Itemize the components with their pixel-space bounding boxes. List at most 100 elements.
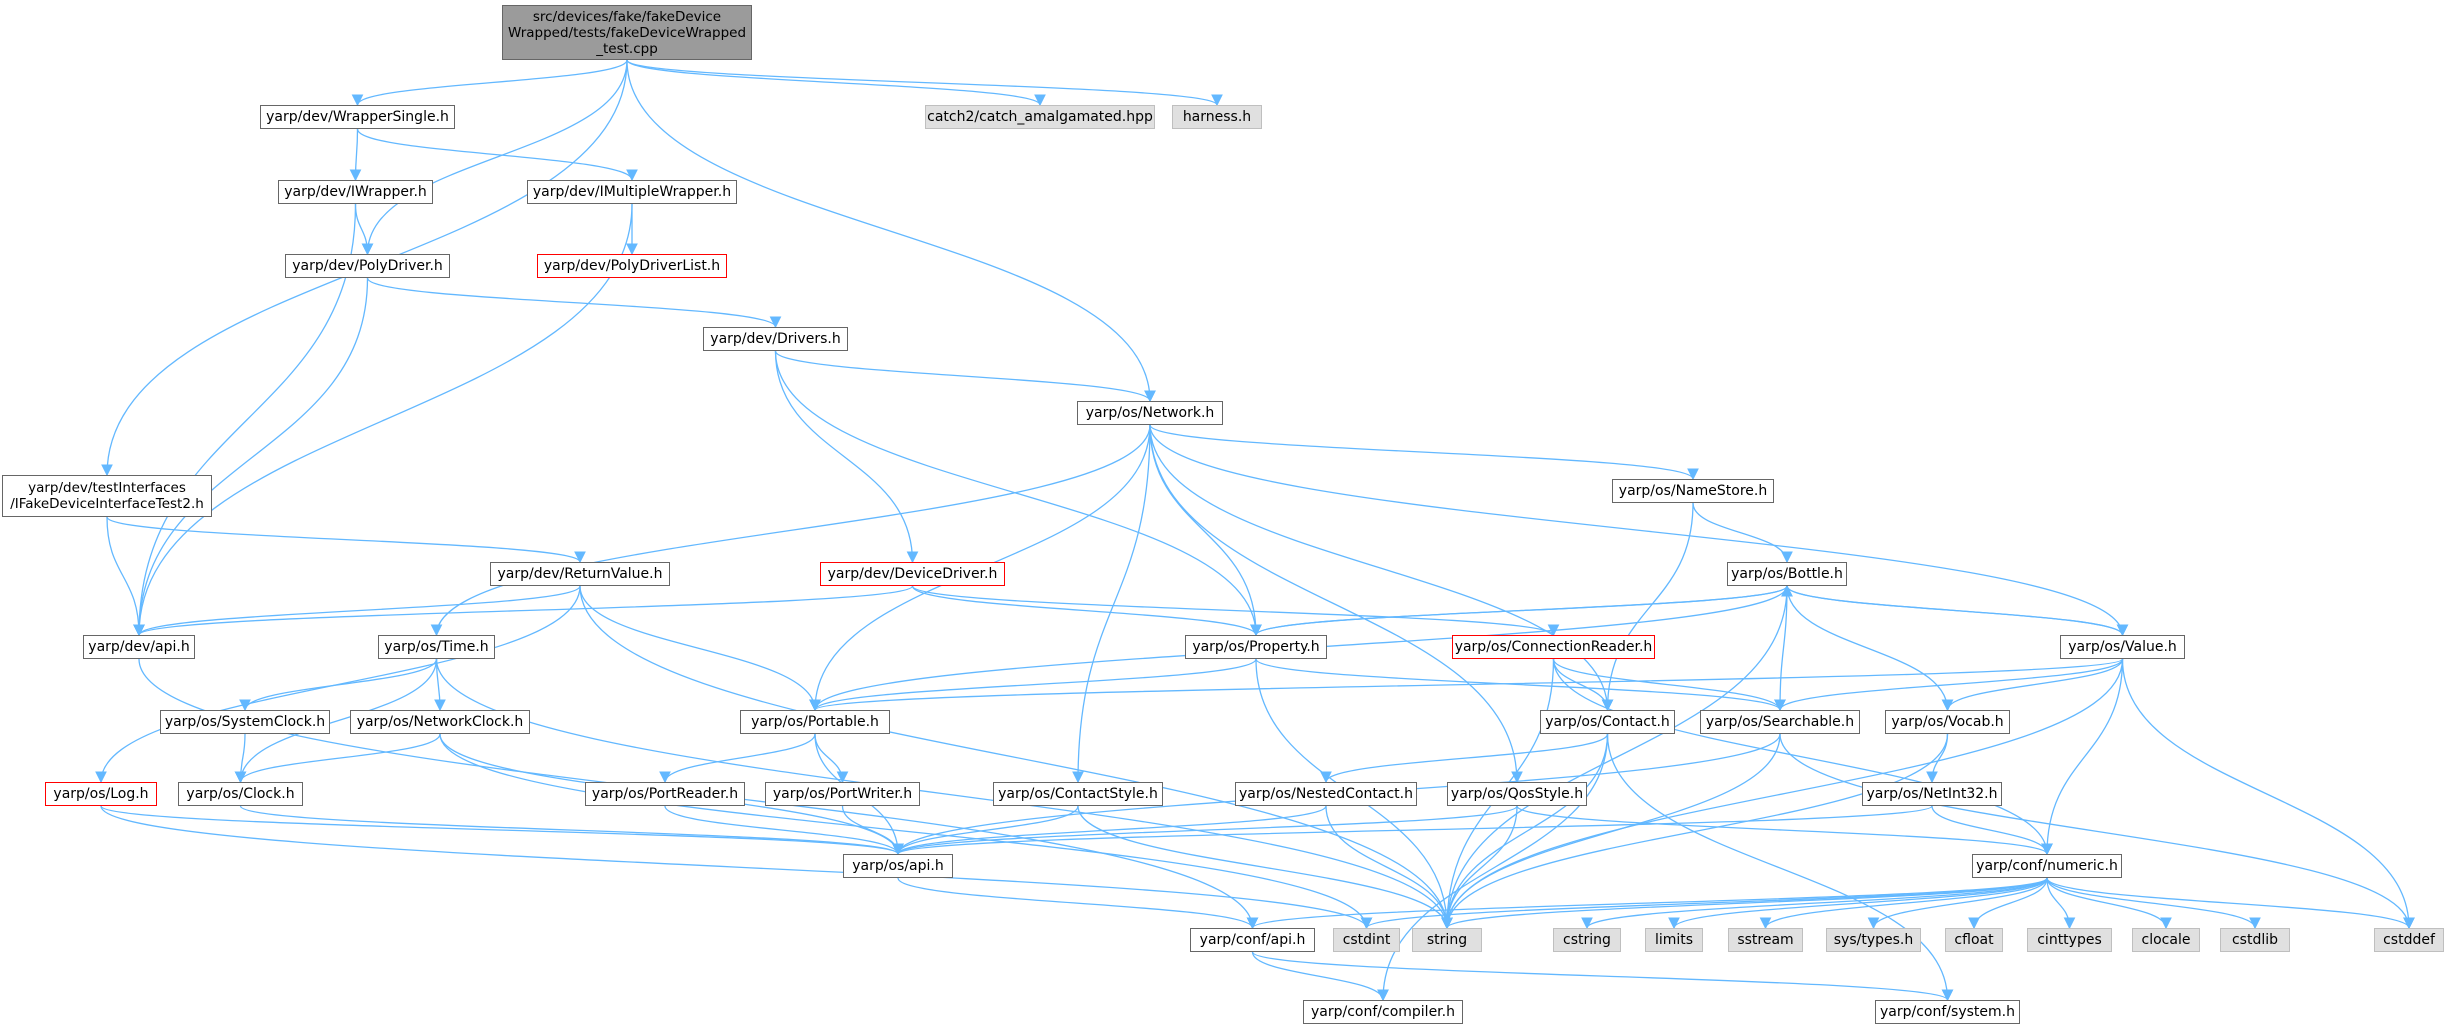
node-cstddef[interactable]: cstddef — [2374, 928, 2444, 952]
edge-searchable-to-cstddef — [1779, 733, 2415, 930]
node-searchable[interactable]: yarp/os/Searchable.h — [1700, 710, 1860, 734]
edge-testinterfaces-to-devapi — [106, 516, 145, 637]
node-networkclock[interactable]: yarp/os/NetworkClock.h — [350, 710, 530, 734]
node-bottle[interactable]: yarp/os/Bottle.h — [1727, 562, 1847, 586]
node-string[interactable]: string — [1412, 928, 1482, 952]
edge-testinterfaces-to-returnvalue — [106, 516, 586, 564]
edge-value-to-portable — [809, 658, 2124, 712]
edge-namestore-to-contact — [1601, 502, 1694, 712]
node-namestore[interactable]: yarp/os/NameStore.h — [1612, 479, 1774, 503]
node-conf-api[interactable]: yarp/conf/api.h — [1190, 928, 1315, 952]
edge-systemclock-to-clock — [234, 733, 247, 784]
edge-network-to-contactstyle — [1072, 424, 1151, 784]
edge-devicedriver-to-connectionreader — [911, 585, 1560, 637]
edge-networkclock-to-clock — [234, 733, 441, 784]
edge-connectionreader-to-numeric — [1552, 658, 2053, 856]
node-cinttypes[interactable]: cinttypes — [2027, 928, 2112, 952]
node-netint32[interactable]: yarp/os/NetInt32.h — [1862, 782, 2002, 806]
node-numeric[interactable]: yarp/conf/numeric.h — [1972, 854, 2122, 878]
node-time[interactable]: yarp/os/Time.h — [378, 635, 495, 659]
node-test-interfaces[interactable]: yarp/dev/testInterfaces /IFakeDeviceInte… — [2, 475, 212, 517]
edge-netint32-to-osapi — [892, 805, 1933, 856]
edge-searchable-to-string — [1441, 733, 1781, 930]
edge-bottle-to-vocab — [1786, 585, 1954, 712]
edge-devicedriver-to-devapi — [133, 585, 914, 637]
edge-iwrapper-to-devapi — [133, 203, 357, 637]
edge-qosstyle-to-string — [1441, 805, 1518, 930]
node-connectionreader[interactable]: yarp/os/ConnectionReader.h — [1452, 635, 1655, 659]
node-os-api[interactable]: yarp/os/api.h — [843, 854, 953, 878]
node-harness[interactable]: harness.h — [1172, 105, 1262, 129]
edge-confapi-to-compiler — [1251, 951, 1389, 1002]
edge-portable-to-portreader — [659, 733, 816, 784]
edge-osapi-to-confapi — [897, 877, 1259, 930]
node-vocab[interactable]: yarp/os/Vocab.h — [1885, 710, 2010, 734]
node-catch2[interactable]: catch2/catch_amalgamated.hpp — [925, 105, 1155, 129]
edge-qosstyle-to-osapi — [892, 805, 1518, 856]
node-wrapper-single[interactable]: yarp/dev/WrapperSingle.h — [260, 105, 455, 129]
node-polydriverlist[interactable]: yarp/dev/PolyDriverList.h — [537, 254, 727, 278]
node-imultiplewrapper[interactable]: yarp/dev/IMultipleWrapper.h — [527, 180, 737, 204]
edge-property-to-bottle — [1255, 584, 1793, 636]
node-root-test-file[interactable]: src/devices/fake/fakeDevice Wrapped/test… — [502, 5, 752, 60]
edge-contactstyle-to-osapi — [892, 805, 1079, 856]
edge-numeric-to-string — [1441, 877, 2048, 930]
node-drivers[interactable]: yarp/dev/Drivers.h — [703, 327, 848, 351]
edge-returnvalue-to-string — [579, 585, 1453, 930]
node-cstring[interactable]: cstring — [1553, 928, 1621, 952]
edge-vocab-to-string — [1441, 733, 1949, 930]
edge-contact-to-nestedcontact — [1320, 733, 1609, 784]
node-system[interactable]: yarp/conf/system.h — [1875, 1000, 2020, 1024]
edge-numeric-to-cinttypes — [2046, 877, 2076, 930]
edge-polydriver-to-drivers — [366, 277, 782, 329]
edge-network-to-time — [430, 424, 1151, 637]
node-network[interactable]: yarp/os/Network.h — [1077, 401, 1223, 425]
edge-numeric-to-cstddef — [2046, 877, 2415, 930]
edge-root-to-network — [626, 59, 1156, 403]
node-compiler[interactable]: yarp/conf/compiler.h — [1303, 1000, 1463, 1024]
node-cstdint[interactable]: cstdint — [1333, 928, 1400, 952]
edge-contact-to-compiler — [1377, 733, 1609, 1002]
node-log[interactable]: yarp/os/Log.h — [45, 782, 157, 806]
edge-drivers-to-network — [774, 350, 1156, 403]
edge-qosstyle-to-numeric — [1516, 805, 2053, 856]
node-sstream[interactable]: sstream — [1728, 928, 1803, 952]
node-dev-api[interactable]: yarp/dev/api.h — [83, 635, 195, 659]
node-devicedriver[interactable]: yarp/dev/DeviceDriver.h — [820, 562, 1005, 586]
node-iwrapper[interactable]: yarp/dev/IWrapper.h — [278, 180, 433, 204]
node-systemclock[interactable]: yarp/os/SystemClock.h — [160, 710, 330, 734]
edge-value-to-numeric — [2041, 658, 2124, 856]
node-qosstyle[interactable]: yarp/os/QosStyle.h — [1447, 782, 1587, 806]
node-clock[interactable]: yarp/os/Clock.h — [178, 782, 303, 806]
node-portwriter[interactable]: yarp/os/PortWriter.h — [765, 782, 920, 806]
edge-network-to-contact — [1149, 424, 1614, 712]
edge-portable-to-portwriter — [814, 733, 849, 784]
node-systypes[interactable]: sys/types.h — [1826, 928, 1921, 952]
edge-log-to-cstdint — [100, 805, 1373, 930]
node-nestedcontact[interactable]: yarp/os/NestedContact.h — [1235, 782, 1417, 806]
node-limits[interactable]: limits — [1645, 928, 1703, 952]
node-returnvalue[interactable]: yarp/dev/ReturnValue.h — [490, 562, 670, 586]
node-clocale[interactable]: clocale — [2132, 928, 2200, 952]
node-contact[interactable]: yarp/os/Contact.h — [1540, 710, 1675, 734]
edge-value-to-vocab — [1941, 658, 2124, 712]
edge-root-to-catch2 — [626, 59, 1046, 107]
node-portable[interactable]: yarp/os/Portable.h — [740, 710, 890, 734]
node-cstdlib[interactable]: cstdlib — [2220, 928, 2290, 952]
node-value[interactable]: yarp/os/Value.h — [2060, 635, 2185, 659]
node-portreader[interactable]: yarp/os/PortReader.h — [585, 782, 745, 806]
edge-returnvalue-to-devapi — [133, 585, 581, 637]
edge-devicedriver-to-property — [911, 585, 1262, 637]
edge-networkclock-to-cstdint — [439, 733, 1373, 930]
node-property[interactable]: yarp/os/Property.h — [1185, 635, 1327, 659]
edge-contact-to-system — [1606, 733, 1954, 1002]
node-contactstyle[interactable]: yarp/os/ContactStyle.h — [993, 782, 1163, 806]
edge-numeric-to-clocale — [2046, 877, 2172, 930]
edge-returnvalue-to-portable — [579, 585, 821, 712]
edge-root-to-polydriver — [361, 59, 628, 256]
node-cfloat[interactable]: cfloat — [1945, 928, 2003, 952]
node-polydriver[interactable]: yarp/dev/PolyDriver.h — [285, 254, 450, 278]
edge-portreader-to-osapi — [664, 805, 904, 856]
edge-network-to-namestore — [1149, 424, 1699, 481]
